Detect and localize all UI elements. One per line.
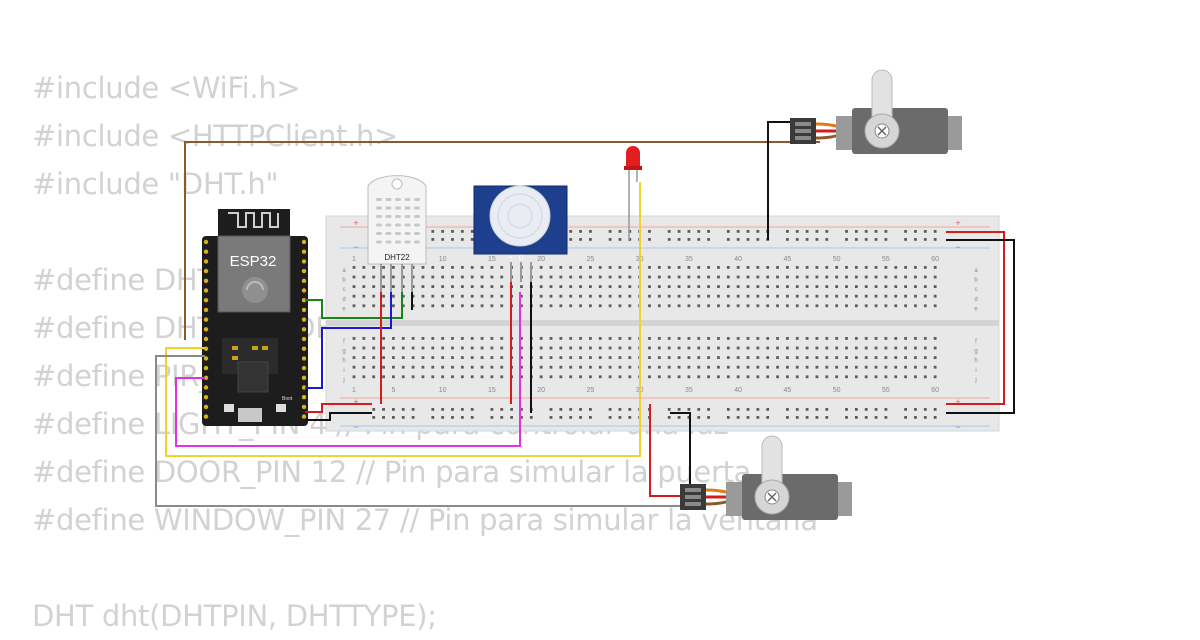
wire-gray (155, 355, 700, 507)
wire-brown (184, 141, 820, 340)
breadboard-row-letter: d (974, 297, 977, 303)
dht22-sensor[interactable]: DHT22 (367, 175, 427, 292)
breadboard-row-letter: f (343, 339, 345, 345)
wire-black-servo-top (767, 121, 790, 240)
breadboard-column-number: 40 (734, 256, 742, 263)
pir-pin-gnd: − (529, 255, 533, 262)
breadboard-row-letter: h (974, 358, 977, 364)
pir-pin-vcc: + (509, 255, 513, 262)
code-line: #include <HTTPClient.h> (32, 119, 399, 153)
breadboard-row-letter: c (975, 287, 978, 293)
breadboard-row-letter: g (974, 349, 977, 355)
wire-black-esp (305, 412, 372, 421)
breadboard-column-number: 55 (882, 387, 890, 394)
wire-red-esp (305, 403, 372, 413)
breadboard-row-letter: j (342, 377, 344, 383)
breadboard[interactable]: 1155101015152020252530303535404045455050… (325, 215, 1000, 432)
esp32-label: ESP32 (230, 253, 277, 270)
rail-plus-label: + (955, 397, 960, 407)
breadboard-row-letter: e (342, 306, 346, 312)
breadboard-column-number: 50 (833, 387, 841, 394)
rail-minus-label: − (353, 422, 358, 432)
breadboard-column-number: 55 (882, 256, 890, 263)
en-button[interactable] (224, 404, 234, 412)
rail-minus-label: − (353, 242, 358, 252)
boot-label: Boot (282, 396, 293, 402)
breadboard-row-letter: g (342, 349, 345, 355)
breadboard-column-number: 45 (784, 387, 792, 394)
breadboard-column-number: 15 (488, 387, 496, 394)
red-led[interactable] (624, 146, 642, 240)
dht22-label: DHT22 (384, 253, 410, 262)
breadboard-column-number: 50 (833, 256, 841, 263)
breadboard-column-number: 40 (734, 387, 742, 394)
espressif-logo-icon (242, 277, 268, 303)
breadboard-row-letter: f (975, 339, 977, 345)
breadboard-column-number: 15 (488, 256, 496, 263)
breadboard-column-number: 1 (352, 256, 356, 263)
rail-plus-label: + (955, 218, 960, 228)
wire-red-servo-bottom (649, 404, 680, 497)
breadboard-row-letter: b (342, 278, 346, 284)
breadboard-column-number: 25 (587, 387, 595, 394)
code-line: #include "DHT.h" (32, 167, 279, 201)
breadboard-column-number: 35 (685, 256, 693, 263)
breadboard-row-letter: e (974, 306, 978, 312)
breadboard-column-number: 10 (439, 256, 447, 263)
breadboard-row-letter: a (974, 268, 978, 274)
breadboard-column-number: 20 (537, 256, 545, 263)
breadboard-column-number: 35 (685, 387, 693, 394)
wire-red-rail-right (946, 231, 1005, 405)
breadboard-column-number: 60 (931, 256, 939, 263)
rail-plus-label: + (353, 397, 358, 407)
wire-green (305, 292, 403, 319)
pir-motion-sensor[interactable]: + D − (473, 185, 568, 282)
breadboard-row-letter: a (342, 268, 346, 274)
breadboard-row-letter: b (974, 278, 978, 284)
wire-yellow (165, 182, 641, 457)
breadboard-row-letter: h (342, 358, 345, 364)
breadboard-row-letter: j (974, 377, 976, 383)
code-line: #include <WiFi.h> (32, 71, 301, 105)
rail-plus-label: + (353, 218, 358, 228)
breadboard-row-letter: i (343, 368, 344, 374)
wire-black-servo-bottom (670, 412, 691, 486)
usb-port (238, 408, 262, 422)
pir-pin-data: D (518, 255, 523, 262)
wire-magenta (175, 292, 521, 447)
breadboard-column-number: 25 (587, 256, 595, 263)
wire-black-rail-right (946, 239, 1015, 414)
breadboard-column-number: 1 (352, 387, 356, 394)
boot-button[interactable] (276, 404, 286, 412)
breadboard-row-letter: d (342, 297, 345, 303)
servo-motor-bottom[interactable] (680, 435, 852, 520)
breadboard-column-number: 10 (439, 387, 447, 394)
breadboard-column-number: 60 (931, 387, 939, 394)
wire-blue (305, 292, 392, 389)
breadboard-row-letter: i (975, 368, 976, 374)
servo-motor-top[interactable] (790, 69, 962, 154)
wires (155, 121, 1015, 507)
breadboard-column-number: 5 (391, 387, 395, 394)
rail-minus-label: − (955, 422, 960, 432)
rail-minus-label: − (955, 242, 960, 252)
breadboard-column-number: 20 (537, 387, 545, 394)
esp32-board[interactable]: ESP32 Boot (202, 209, 308, 426)
breadboard-column-number: 45 (784, 256, 792, 263)
breadboard-row-letter: c (343, 287, 346, 293)
code-line: DHT dht(DHTPIN, DHTTYPE); (32, 599, 437, 633)
